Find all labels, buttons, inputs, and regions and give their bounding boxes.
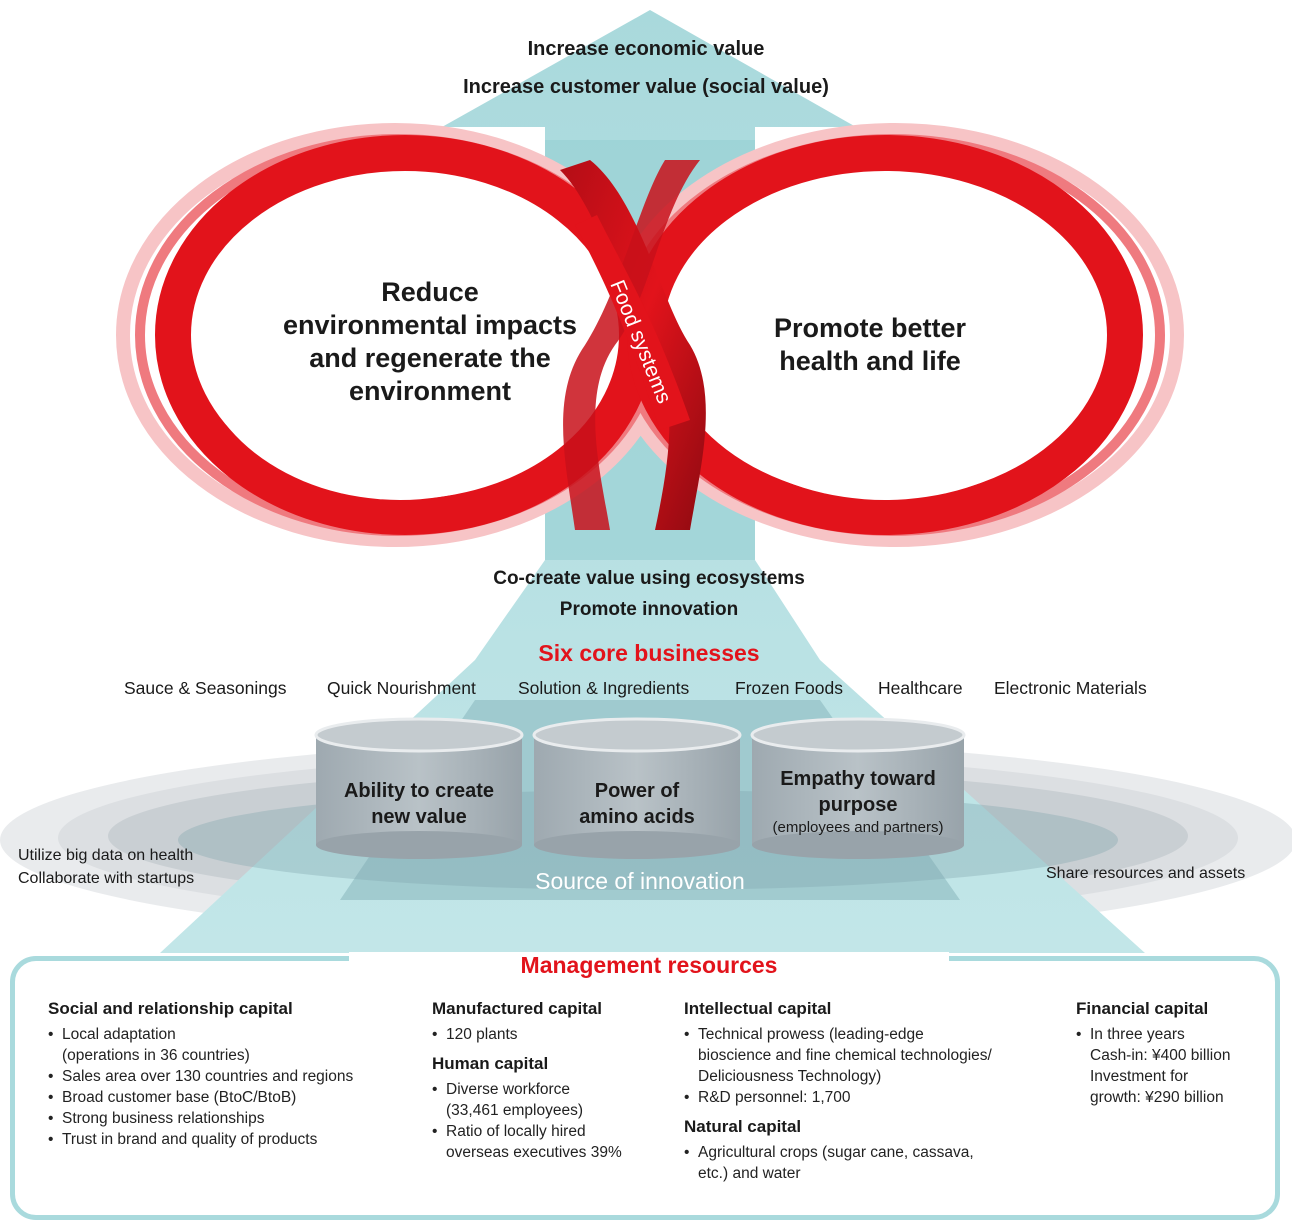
capital-item: Strong business relationships [48, 1108, 418, 1129]
capital-title: Financial capital [1076, 999, 1209, 1018]
capital-title: Intellectual capital [684, 999, 832, 1018]
capital-column: Financial capital In three yearsCash-in: … [1076, 998, 1266, 1108]
capital-item: Broad customer base (BtoC/BtoB) [48, 1087, 418, 1108]
innovation-label: Promote innovation [559, 599, 739, 620]
ecosystems-label: Co-create value using ecosystems [493, 568, 805, 589]
strength-label: Empathy toward purpose (employees and pa… [772, 768, 944, 836]
capital-column: Social and relationship capitalLocal ada… [48, 998, 418, 1150]
strength-label: Power of amino acids [579, 780, 695, 828]
core-businesses-title: Six core businesses [538, 640, 760, 666]
capital-column: Intellectual capitalTechnical prowess (l… [684, 998, 1054, 1184]
platform-right-text: Share resources and assets [1046, 865, 1246, 882]
capital-item: Agricultural crops (sugar cane, cassava,… [684, 1142, 1054, 1184]
capital-list: Diverse workforce(33,461 employees)Ratio… [432, 1079, 672, 1163]
capital-item: 120 plants [432, 1024, 672, 1045]
capital-list: Technical prowess (leading-edgebioscienc… [684, 1024, 1054, 1108]
business-item: Solution & Ingredients [518, 678, 690, 698]
platform-left-text: Utilize big data on health Collaborate w… [18, 847, 195, 887]
cylinder-2 [532, 717, 742, 859]
economic-value-label: Increase economic value [527, 38, 765, 60]
business-item: Healthcare [878, 678, 963, 698]
capital-item: Sales area over 130 countries and region… [48, 1066, 418, 1087]
capital-list: 120 plants [432, 1024, 672, 1045]
environment-goal: Reduce environmental impacts and regener… [282, 277, 578, 406]
cylinder-3 [750, 717, 966, 859]
business-item: Frozen Foods [735, 678, 843, 698]
business-item: Sauce & Seasonings [124, 678, 287, 698]
strength-cylinders [314, 717, 966, 859]
capital-title: Manufactured capital [432, 999, 603, 1018]
capital-list: Local adaptation(operations in 36 countr… [48, 1024, 418, 1150]
strength-label: Ability to create new value [343, 780, 495, 828]
capital-item: R&D personnel: 1,700 [684, 1087, 1054, 1108]
capital-title: Natural capital [684, 1117, 802, 1136]
capital-title: Human capital [432, 1054, 549, 1073]
source-of-innovation: Source of innovation [535, 868, 745, 894]
capital-item: Trust in brand and quality of products [48, 1129, 418, 1150]
customer-value-label: Increase customer value (social value) [463, 76, 829, 98]
cylinder-1 [314, 717, 524, 859]
capital-item: Technical prowess (leading-edgebioscienc… [684, 1024, 1054, 1087]
food-systems-loop [116, 123, 1184, 547]
capital-item: Local adaptation(operations in 36 countr… [48, 1024, 418, 1066]
capital-item: Diverse workforce(33,461 employees) [432, 1079, 672, 1121]
capital-title: Social and relationship capital [48, 999, 293, 1018]
management-resources-title: Management resources [349, 952, 949, 979]
business-item: Electronic Materials [994, 678, 1147, 698]
capital-list: Agricultural crops (sugar cane, cassava,… [684, 1142, 1054, 1184]
health-goal: Promote better health and life [773, 313, 967, 376]
business-item: Quick Nourishment [327, 678, 476, 698]
